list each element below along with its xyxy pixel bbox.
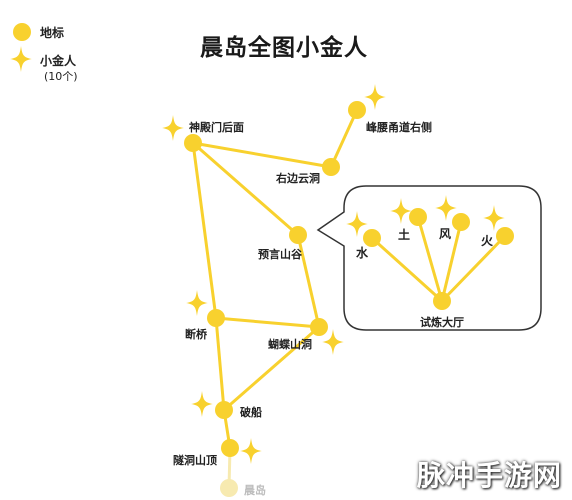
label-chendao: 晨岛 bbox=[244, 484, 266, 497]
node-pochuan[interactable] bbox=[215, 401, 233, 419]
node-yuyan-shangu[interactable] bbox=[289, 226, 307, 244]
figure-fengyao-icon bbox=[364, 84, 386, 110]
figure-suidong-icon bbox=[240, 438, 262, 464]
node-shendian-houmian[interactable] bbox=[184, 134, 202, 152]
label-youbian-yundong: 右边云洞 bbox=[276, 172, 320, 185]
label-fengyao-yongdao: 峰腰甬道右侧 bbox=[366, 121, 432, 134]
node-trial-hall[interactable] bbox=[433, 292, 451, 310]
label-suidong-shanding: 隧洞山顶 bbox=[173, 454, 217, 467]
node-trial-wind[interactable] bbox=[452, 213, 470, 231]
edge-shendian-yuyan bbox=[191, 141, 300, 237]
edge-shendian-yundong bbox=[191, 141, 333, 169]
label-element-water: 水 bbox=[356, 246, 369, 260]
node-chendao[interactable] bbox=[220, 479, 238, 497]
node-trial-earth[interactable] bbox=[409, 208, 427, 226]
figure-duanqiao-icon bbox=[186, 290, 208, 316]
edge-hall-wind bbox=[440, 220, 463, 303]
edge-yundong-fengyao bbox=[329, 108, 359, 169]
label-trial-hall: 试炼大厅 bbox=[420, 316, 464, 329]
edge-duanqiao-hudie bbox=[214, 316, 321, 329]
label-element-wind: 风 bbox=[439, 227, 452, 241]
label-hudie-shandong: 蝴蝶山洞 bbox=[268, 338, 312, 351]
edge-hudie-pochuan bbox=[222, 325, 321, 412]
legend-landmark-icon bbox=[13, 23, 31, 41]
label-yuyan-shangu: 预言山谷 bbox=[258, 248, 302, 261]
edge-yuyan-hudie bbox=[296, 233, 321, 329]
label-element-earth: 土 bbox=[398, 228, 411, 242]
node-hudie-shandong[interactable] bbox=[310, 318, 328, 336]
node-youbian-yundong[interactable] bbox=[322, 158, 340, 176]
page-title: 晨岛全图小金人 bbox=[200, 35, 368, 61]
node-suidong-shanding[interactable] bbox=[221, 439, 239, 457]
node-fengyao-yongdao[interactable] bbox=[348, 101, 366, 119]
edge-hall-earth bbox=[416, 215, 444, 303]
figure-shendian-icon bbox=[162, 115, 184, 141]
label-pochuan: 破船 bbox=[240, 406, 262, 419]
legend-figure-label: 小金人 bbox=[40, 54, 77, 68]
node-trial-fire[interactable] bbox=[496, 227, 514, 245]
legend-figure-count: (10个) bbox=[44, 70, 78, 83]
label-shendian-houmian: 神殿门后面 bbox=[189, 121, 244, 134]
node-duanqiao[interactable] bbox=[207, 309, 225, 327]
edge-shendian-duanqiao bbox=[191, 141, 218, 320]
legend-figure-icon bbox=[10, 46, 32, 72]
figure-pochuan-icon bbox=[191, 391, 213, 417]
label-element-fire: 火 bbox=[481, 234, 494, 248]
edge-hall-water bbox=[370, 236, 444, 303]
edge-hall-fire bbox=[440, 234, 507, 303]
watermark: 脉冲手游网 bbox=[416, 459, 562, 492]
label-duanqiao: 断桥 bbox=[185, 328, 207, 341]
edge-duanqiao-pochuan bbox=[214, 316, 226, 412]
legend-landmark-label: 地标 bbox=[40, 26, 65, 40]
node-trial-water[interactable] bbox=[363, 229, 381, 247]
